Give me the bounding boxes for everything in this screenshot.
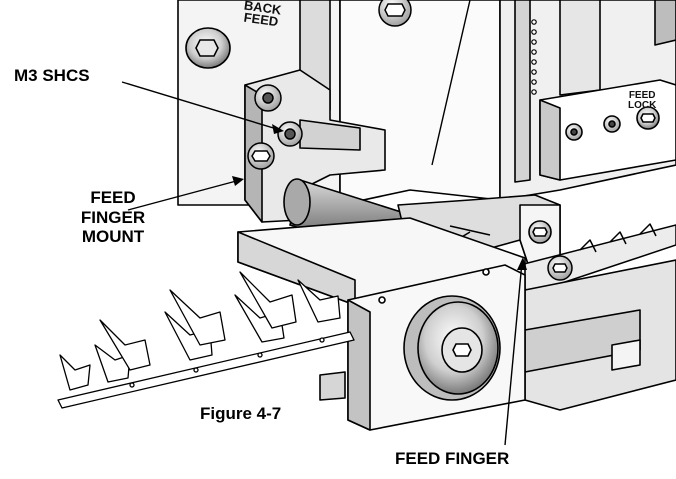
feed-finger-mount [244, 69, 386, 223]
m3-shcs-label: M3 SHCS [14, 66, 90, 85]
m3-shcs-screws [247, 84, 303, 170]
feed-finger-mount-label-line3: MOUNT [81, 227, 145, 247]
terminal-strip [57, 271, 355, 409]
leader-arrowheads [232, 124, 527, 270]
figure-caption: Figure 4-7 [200, 404, 282, 423]
housing-screw [378, 0, 412, 27]
carrier-rail [519, 223, 676, 293]
back-feed-knob [185, 27, 231, 69]
feed-lock-marking-line1: FEED [628, 90, 656, 101]
feed-wheel [403, 295, 501, 401]
feed-lock-plate [539, 79, 676, 181]
feed-finger-mount-label-line2: FINGER [80, 207, 146, 227]
feed-lock-marking: FEED LOCK [628, 91, 656, 110]
back-feed-marking: BACK FEED [241, 0, 283, 30]
feed-finger-mount-label-line1: FEED [90, 188, 136, 207]
detent-holes [531, 19, 537, 95]
feed-lock-marking-line2: LOCK [628, 99, 657, 111]
feed-finger-label: FEED FINGER [395, 449, 510, 468]
leader-lines [121, 0, 523, 446]
feed-finger-mount-label: FEED FINGER MOUNT [58, 188, 168, 247]
